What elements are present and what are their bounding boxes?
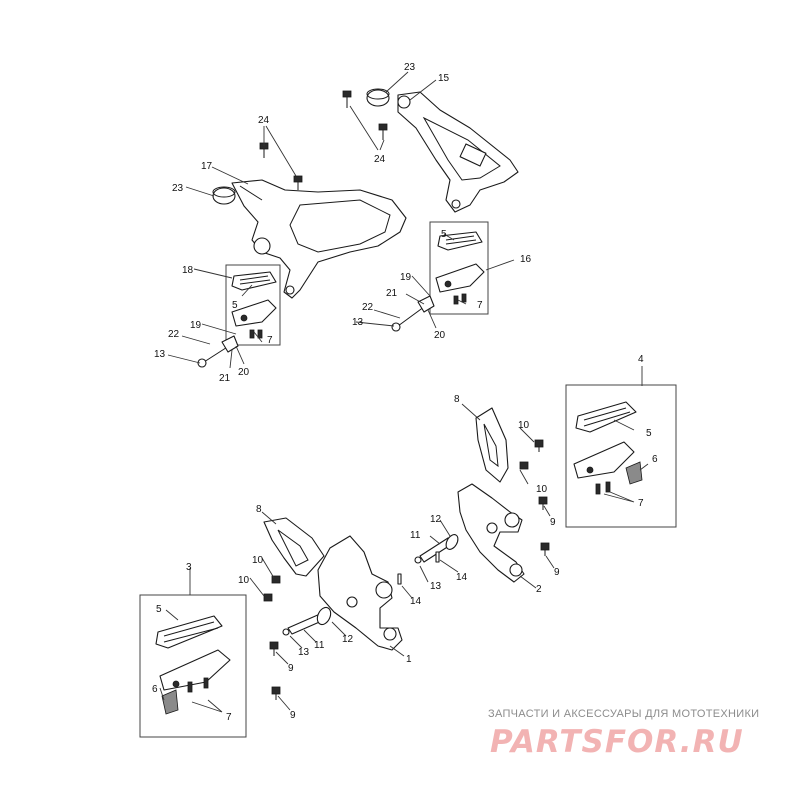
callout-1: 1 — [406, 654, 412, 665]
callout-23: 23 — [404, 62, 416, 73]
callout-5: 5 — [156, 604, 162, 615]
callout-14: 14 — [456, 572, 468, 583]
callouts: 23 15 24 24 17 23 18 16 5 5 19 19 22 22 … — [152, 62, 658, 723]
callout-20: 20 — [238, 367, 250, 378]
bolt-24 — [259, 90, 388, 190]
callout-21: 21 — [386, 288, 398, 299]
callout-9: 9 — [288, 663, 294, 674]
heel-guard-left — [263, 517, 325, 577]
callout-17: 17 — [201, 161, 213, 172]
small-parts — [282, 551, 440, 636]
callout-10: 10 — [238, 575, 250, 586]
frame-3 — [139, 594, 247, 738]
footrest-peg-3 — [159, 649, 231, 715]
watermark-logo: PARTSFOR.RU — [490, 724, 744, 760]
callout-21: 21 — [219, 373, 231, 384]
leader-lines — [159, 71, 649, 713]
callout-18: 18 — [182, 265, 194, 276]
callout-19: 19 — [190, 320, 202, 331]
callout-9: 9 — [290, 710, 296, 721]
callout-10: 10 — [536, 484, 548, 495]
frame-4 — [565, 384, 677, 528]
callout-5: 5 — [646, 428, 652, 439]
callout-16: 16 — [520, 254, 532, 265]
watermark-tagline: ЗАПЧАСТИ И АКСЕССУАРЫ ДЛЯ МОТОТЕХНИКИ — [488, 708, 759, 720]
callout-10: 10 — [518, 420, 530, 431]
callout-9: 9 — [554, 567, 560, 578]
callout-24: 24 — [374, 154, 386, 165]
callout-12: 12 — [342, 634, 354, 645]
callout-8: 8 — [256, 504, 262, 515]
callout-15: 15 — [438, 73, 450, 84]
footrest-peg-4 — [573, 441, 643, 495]
hanger-plate-right — [457, 483, 525, 583]
pivot-pin-right — [391, 295, 435, 332]
callout-5: 5 — [441, 229, 447, 240]
callout-2: 2 — [536, 584, 542, 595]
callout-10: 10 — [252, 555, 264, 566]
callout-7: 7 — [267, 335, 273, 346]
callout-7: 7 — [477, 300, 483, 311]
pivot-pin-11-upper — [419, 534, 459, 563]
callout-6: 6 — [152, 684, 158, 695]
callout-13: 13 — [154, 349, 166, 360]
frame-16 — [429, 221, 489, 315]
callout-8: 8 — [454, 394, 460, 405]
callout-14: 14 — [410, 596, 422, 607]
pivot-pin-left — [197, 335, 239, 368]
callout-20: 20 — [434, 330, 446, 341]
heel-guard-right — [475, 407, 509, 483]
callout-4: 4 — [638, 354, 644, 365]
callout-23: 23 — [172, 183, 184, 194]
pivot-pin-11-lower — [287, 606, 332, 635]
callout-11: 11 — [314, 640, 325, 651]
footrest-rubber-3 — [155, 615, 223, 649]
callout-13: 13 — [298, 647, 310, 658]
callout-22: 22 — [168, 329, 180, 340]
callout-7: 7 — [638, 498, 644, 509]
callout-19: 19 — [400, 272, 412, 283]
callout-13: 13 — [430, 581, 442, 592]
footrest-peg-18 — [231, 299, 277, 339]
callout-6: 6 — [652, 454, 658, 465]
hanger-plate-left — [317, 535, 403, 651]
callout-13: 13 — [352, 317, 364, 328]
frame-18 — [225, 264, 281, 346]
callout-22: 22 — [362, 302, 374, 313]
callout-11: 11 — [410, 530, 421, 541]
footrest-rubber-4 — [575, 401, 637, 433]
hanger-bracket-right — [397, 91, 519, 213]
grommet-23-upper — [366, 88, 390, 107]
callout-9: 9 — [550, 517, 556, 528]
footrest-peg-16 — [435, 263, 485, 305]
hanger-bracket-left — [231, 179, 407, 299]
callout-7: 7 — [226, 712, 232, 723]
grommet-23-left — [212, 186, 236, 205]
callout-3: 3 — [186, 562, 192, 573]
callout-5: 5 — [232, 300, 238, 311]
bolt-9-10 — [263, 439, 550, 700]
footrest-rubber-18 — [231, 271, 277, 291]
callout-24: 24 — [258, 115, 270, 126]
callout-12: 12 — [430, 514, 442, 525]
watermark: ЗАПЧАСТИ И АКСЕССУАРЫ ДЛЯ МОТОТЕХНИКИ PA… — [488, 708, 759, 760]
